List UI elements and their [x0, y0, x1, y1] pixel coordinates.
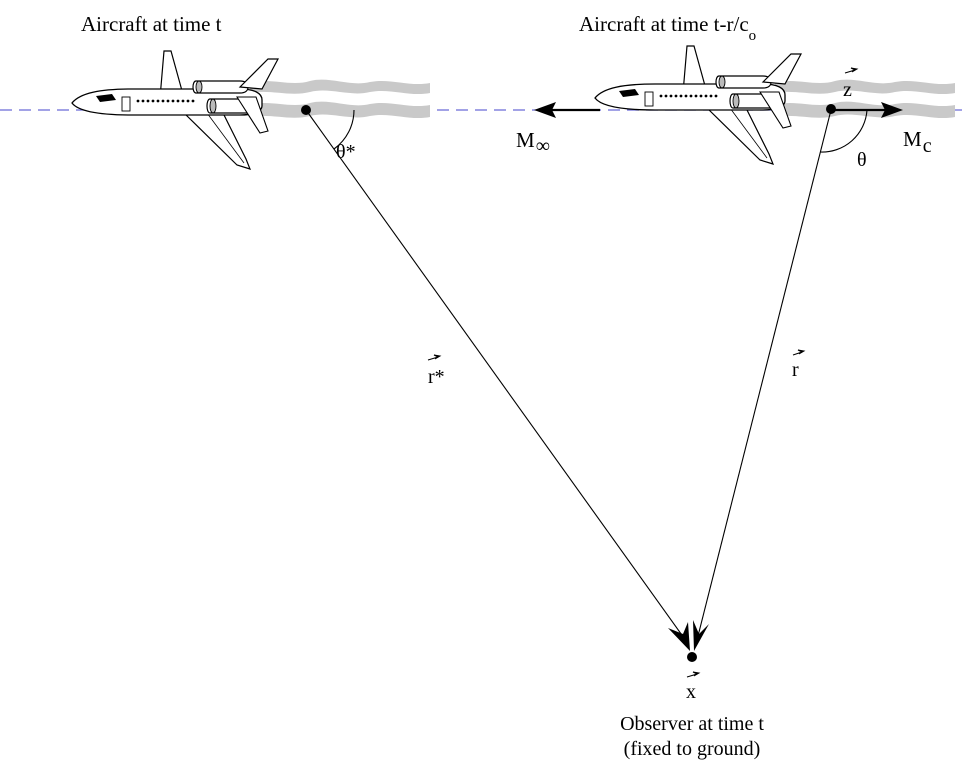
r-label: r: [792, 359, 799, 381]
m-infinity-label: M∞: [516, 128, 550, 157]
r-star-label: r*: [428, 366, 445, 388]
left-aircraft-label: Aircraft at time t: [81, 12, 222, 36]
observer-point: [687, 652, 697, 662]
m-c-arrow: [831, 102, 903, 118]
r-star-vector: [305, 109, 690, 651]
right-aircraft-label-main: Aircraft at time t-r/c: [579, 12, 749, 36]
vector-arrow-icon: [427, 67, 859, 678]
right-aircraft-label: Aircraft at time t-r/co: [579, 12, 756, 44]
aircraft-icon: [71, 50, 279, 170]
observer-label-line1: Observer at time t: [620, 713, 764, 735]
aircraft-icon: [594, 45, 802, 165]
r-vector: [693, 109, 832, 651]
x-vector-label: x: [686, 681, 696, 703]
theta-star-arc: [333, 109, 355, 150]
theta-arc: [819, 109, 868, 153]
z-vector-label: z: [843, 79, 852, 101]
theta-star-label: θ*: [336, 141, 356, 163]
right-aircraft-label-sub: o: [749, 28, 757, 44]
m-c-label: Mc: [903, 127, 932, 157]
observer-label-line2: (fixed to ground): [624, 738, 761, 760]
m-infinity-arrow: [534, 102, 600, 118]
theta-label: θ: [857, 149, 867, 171]
